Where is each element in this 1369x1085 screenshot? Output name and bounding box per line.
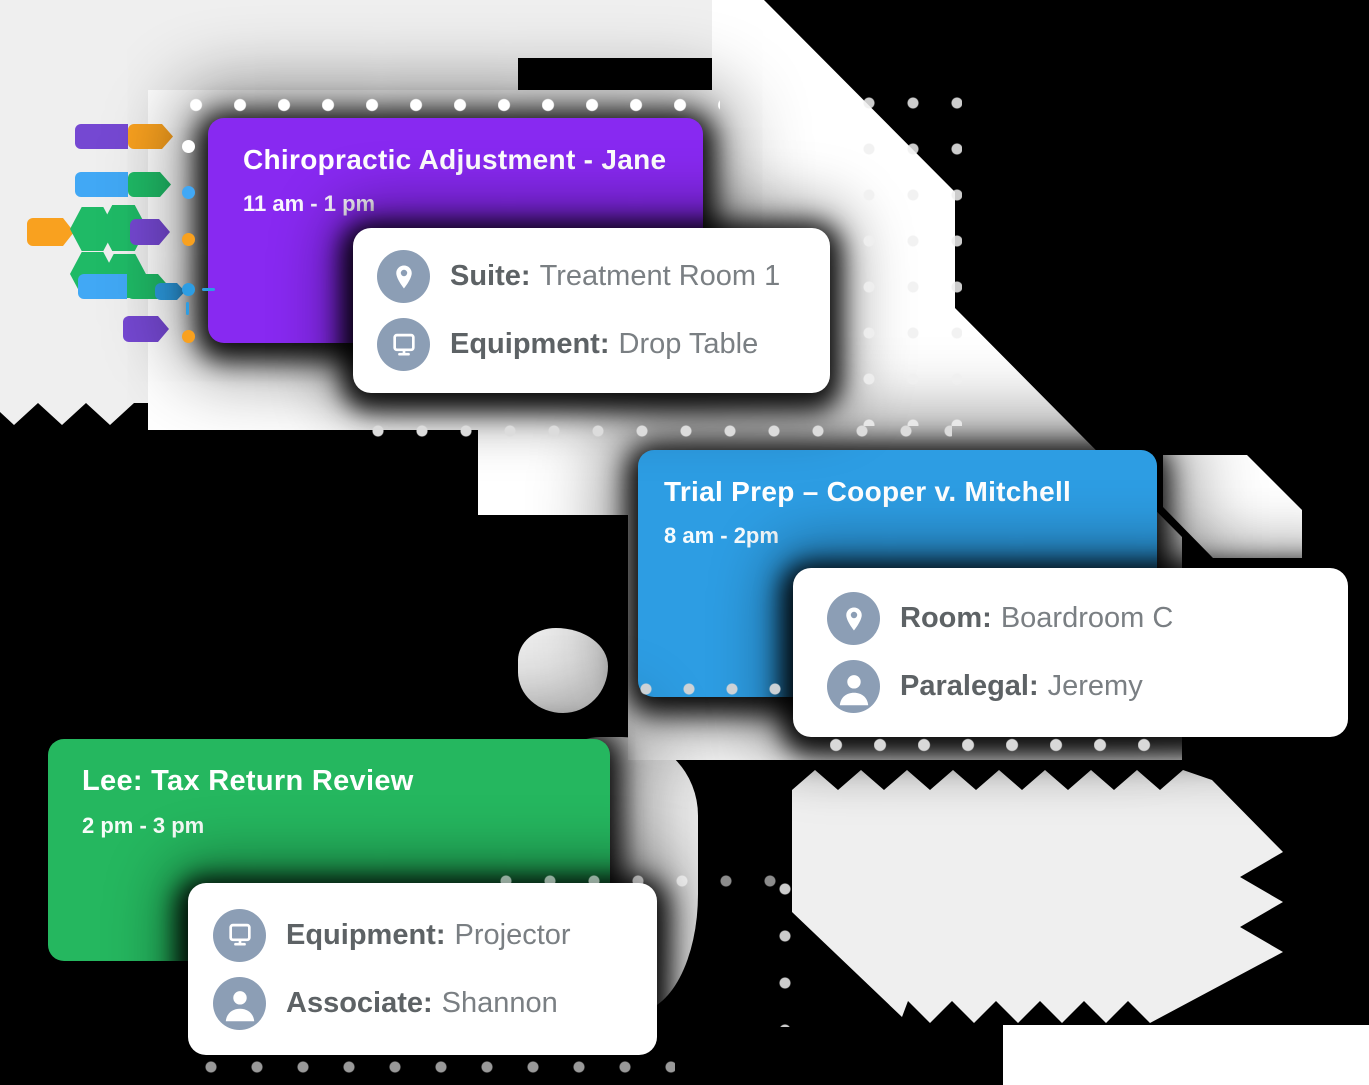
- gantt-bar-cursor-blue: [155, 283, 185, 300]
- monitor-icon: [213, 908, 266, 962]
- dot-row-bottom: [205, 1060, 675, 1074]
- dot-column-popover3-right: [778, 882, 792, 1027]
- detail-row-room: Room:Boardroom C: [827, 592, 1348, 645]
- detail-row-suite: Suite:Treatment Room 1: [377, 250, 830, 303]
- gantt-bar-purple: [123, 316, 169, 342]
- event-title: Lee: Tax Return Review: [82, 765, 414, 797]
- detail-row-equipment: Equipment:Drop Table: [377, 318, 830, 371]
- location-pin-icon: [827, 592, 880, 645]
- event-details-popover-tax-review: Equipment:Projector Associate:Shannon: [188, 883, 657, 1055]
- detail-text: Room:Boardroom C: [900, 602, 1174, 634]
- person-icon: [827, 660, 880, 713]
- event-title: Trial Prep – Cooper v. Mitchell: [664, 476, 1072, 507]
- detail-text: Suite:Treatment Room 1: [450, 260, 781, 292]
- event-time: 11 am - 1 pm: [243, 191, 376, 216]
- event-title: Chiropractic Adjustment - Jane: [243, 144, 667, 175]
- gray-blob-mid: [518, 628, 608, 713]
- event-time: 2 pm - 3 pm: [82, 813, 205, 838]
- location-pin-icon: [377, 250, 430, 303]
- detail-text: Paralegal:Jeremy: [900, 670, 1143, 702]
- detail-row-paralegal: Paralegal:Jeremy: [827, 660, 1348, 713]
- torn-paper-mid-right: [792, 770, 1283, 1023]
- marker-dot-orange: [182, 330, 195, 343]
- gantt-bar-orange: [27, 218, 74, 246]
- drag-guide-dash-vertical: [186, 302, 189, 315]
- event-details-popover-trial-prep: Room:Boardroom C Paralegal:Jeremy: [793, 568, 1348, 737]
- gantt-bar-purple: [75, 124, 128, 149]
- detail-text: Associate:Shannon: [286, 986, 558, 1019]
- gantt-bar-blue: [78, 274, 127, 299]
- white-strip-bottom-right: [1003, 1025, 1369, 1085]
- drag-handle-dot[interactable]: [182, 283, 195, 296]
- drag-guide-dash-horizontal: [202, 288, 215, 291]
- event-time: 8 am - 2pm: [664, 523, 779, 548]
- white-wedge-right: [1163, 455, 1302, 558]
- person-icon: [213, 976, 266, 1030]
- marker-dot-blue: [182, 186, 195, 199]
- gantt-bar-orange: [128, 124, 173, 149]
- marker-dot-white: [182, 140, 195, 153]
- detail-row-equipment: Equipment:Projector: [213, 908, 657, 962]
- marker-dot-orange: [182, 233, 195, 246]
- detail-text: Equipment:Projector: [286, 918, 571, 951]
- monitor-icon: [377, 318, 430, 371]
- gantt-bar-blue: [75, 172, 128, 197]
- detail-text: Equipment:Drop Table: [450, 328, 759, 360]
- event-details-popover-chiropractic: Suite:Treatment Room 1 Equipment:Drop Ta…: [353, 228, 830, 393]
- detail-row-associate: Associate:Shannon: [213, 976, 657, 1030]
